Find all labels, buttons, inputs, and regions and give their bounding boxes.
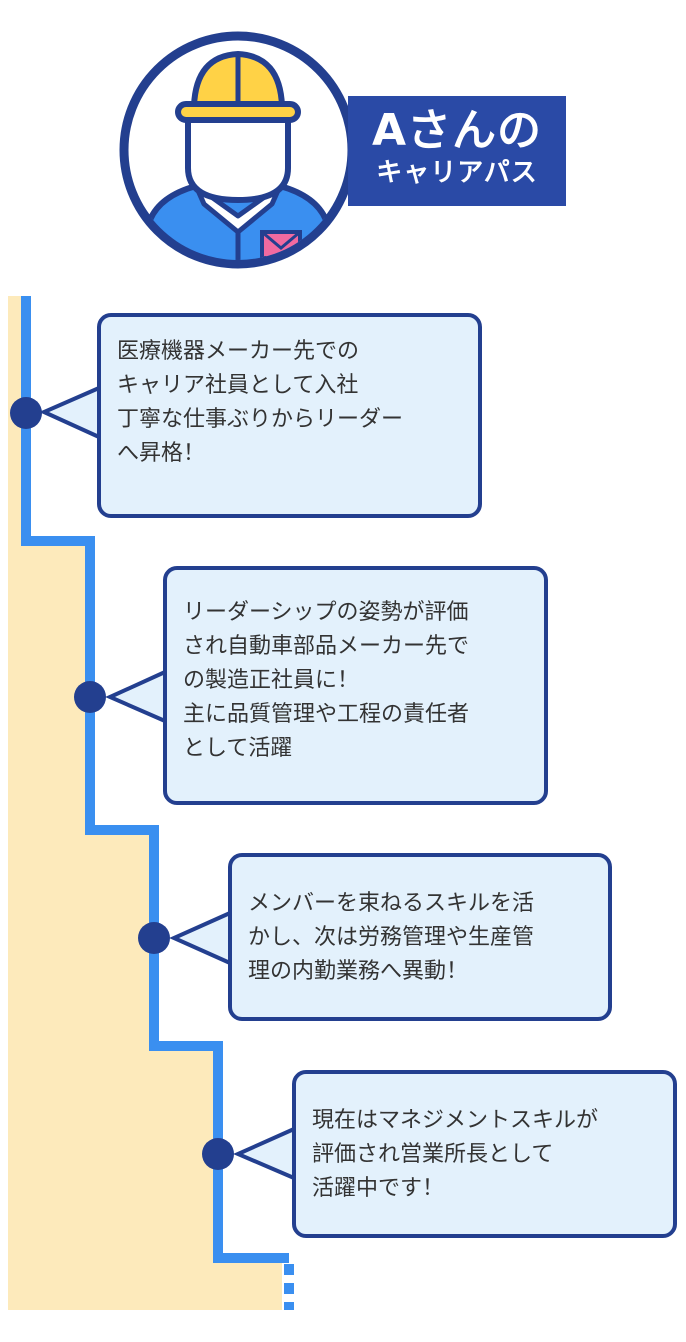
timeline-dot <box>10 397 42 429</box>
step-2-bubble: リーダーシップの姿勢が評価 され自動車部品メーカー先で の製造正社員に！ 主に品… <box>163 566 548 805</box>
step-3-bubble: メンバーを束ねるスキルを活 かし、次は労務管理や生産管 理の内勤業務へ異動！ <box>228 853 612 1021</box>
bubble-tails <box>39 386 295 1180</box>
staircase-line <box>21 296 289 1263</box>
step-4-bubble: 現在はマネジメントスキルが 評価され営業所長として 活躍中です！ <box>292 1070 677 1238</box>
title-line-1: Aさんの <box>371 105 543 156</box>
timeline-dot <box>202 1138 234 1170</box>
timeline-dot <box>138 922 170 954</box>
timeline-dot <box>74 681 106 713</box>
step-1-bubble: 医療機器メーカー先での キャリア社員として入社 丁寧な仕事ぶりからリーダー へ昇… <box>97 313 482 518</box>
worker-avatar-icon <box>119 31 357 269</box>
title-label: Aさんの キャリアパス <box>348 96 566 206</box>
title-line-2: キャリアパス <box>376 158 538 188</box>
